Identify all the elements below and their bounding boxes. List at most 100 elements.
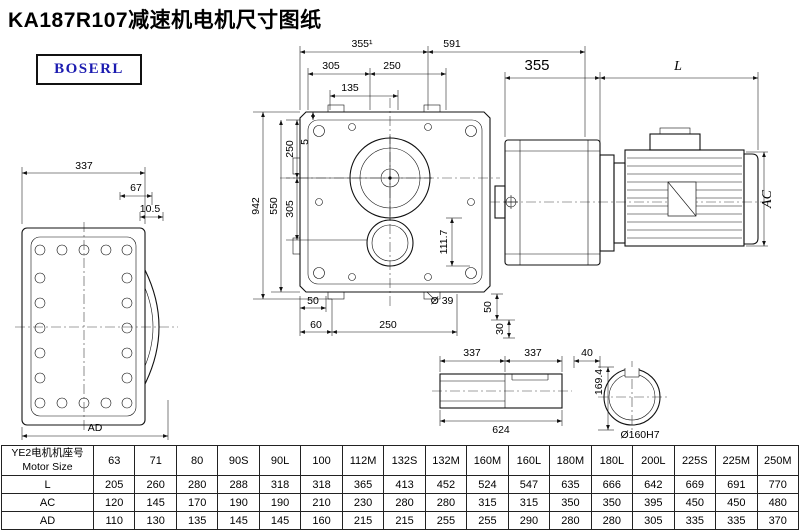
table-cell: 120 (92, 493, 136, 512)
table-cell: 145 (134, 493, 177, 512)
table-cell: 669 (673, 475, 717, 494)
table-cell: 335 (673, 511, 717, 530)
dim-side-355: 355 (524, 57, 549, 74)
table-cell: 450 (715, 493, 758, 512)
table-cell: 280 (424, 493, 468, 512)
table-cell: 395 (632, 493, 675, 512)
table-cell: 666 (590, 475, 634, 494)
dim-side-l: L (673, 59, 682, 74)
motor-flange (599, 154, 615, 252)
dim-front-135: 135 (341, 82, 359, 94)
table-cell: 110 (92, 511, 136, 530)
size-column-header: 132M (424, 445, 468, 476)
dim-front-305: 305 (322, 60, 340, 72)
left-view: 337 67 10.5 AD (15, 160, 178, 440)
dim-front-305-left: 305 (284, 200, 296, 218)
dim-front-942: 942 (250, 197, 262, 215)
table-cell: 145 (217, 511, 260, 530)
table-cell: 255 (424, 511, 468, 530)
table-cell: 691 (715, 475, 758, 494)
table-cell: 318 (258, 475, 302, 494)
table-cell: 205 (92, 475, 136, 494)
bolt-holes (34, 244, 133, 409)
dim-left-67: 67 (130, 182, 142, 194)
table-cell: 315 (466, 493, 509, 512)
size-column-header: 250M (756, 445, 799, 476)
table-cell: 770 (756, 475, 799, 494)
table-cell: 547 (507, 475, 551, 494)
dim-shaft-40: 40 (581, 347, 593, 359)
table-cell: 524 (466, 475, 509, 494)
fan-cowl (743, 153, 759, 245)
table-cell: 365 (341, 475, 385, 494)
dim-front-250-top: 250 (383, 60, 401, 72)
size-column-header: 160L (507, 445, 551, 476)
table-cell: 280 (549, 511, 592, 530)
table-cell: 305 (632, 511, 675, 530)
table-cell: 190 (217, 493, 260, 512)
size-column-header: 100 (300, 445, 343, 476)
dim-front-250-bottom: 250 (379, 319, 397, 331)
corner-bolts (313, 123, 477, 281)
table-cell: 210 (300, 493, 343, 512)
dim-shaft-337-a: 337 (463, 347, 481, 359)
table-header-label: YE2电机机座号 Motor Size (1, 445, 94, 476)
size-column-header: 132S (383, 445, 426, 476)
table-cell: 135 (175, 511, 219, 530)
dim-bore-d160: Ø160H7 (620, 429, 659, 441)
table-cell: 350 (549, 493, 592, 512)
hub-outline (144, 269, 160, 385)
dim-front-30: 30 (494, 323, 506, 335)
lower-bore-circle (366, 219, 414, 267)
size-column-header: 200L (632, 445, 675, 476)
row-label: L (1, 475, 94, 494)
table-cell: 280 (175, 475, 219, 494)
brand-logo: BOSERL (36, 54, 142, 85)
row-label: AC (1, 493, 94, 512)
size-column-header: 160M (466, 445, 509, 476)
dim-left-ad: AD (88, 422, 103, 434)
motor-fins (627, 157, 742, 239)
dim-front-50-bl: 50 (307, 295, 319, 307)
dim-front-5: 5 (299, 139, 311, 145)
side-view: 355 L AC (490, 57, 775, 266)
table-cell: 290 (507, 511, 551, 530)
table-cell: 170 (175, 493, 219, 512)
table-cell: 130 (134, 511, 177, 530)
size-column-header: 225S (673, 445, 717, 476)
size-column-header: 80 (175, 445, 219, 476)
dim-front-550: 550 (268, 197, 280, 215)
dim-front-111-7: 111.7 (438, 229, 450, 254)
dim-front-591: 591 (443, 38, 461, 50)
terminal-box (649, 133, 701, 151)
table-cell: 230 (341, 493, 385, 512)
dim-front-d39: Ø 39 (431, 295, 454, 307)
table-cell: 280 (383, 493, 426, 512)
table-cell: 260 (134, 475, 177, 494)
size-column-header: 112M (341, 445, 385, 476)
hollow-shaft (439, 373, 563, 409)
dim-front-60: 60 (310, 319, 322, 331)
dim-shaft-624: 624 (492, 424, 510, 436)
dim-shaft-337-b: 337 (524, 347, 542, 359)
table-cell: 480 (756, 493, 799, 512)
table-cell: 370 (756, 511, 799, 530)
row-label: AD (1, 511, 94, 530)
table-cell: 215 (341, 511, 385, 530)
front-view: 355¹ 591 305 250 135 250 5 305 550 942 1… (250, 38, 586, 339)
dim-front-355: 355¹ (351, 38, 373, 50)
table-cell: 190 (258, 493, 302, 512)
size-column-header: 90L (258, 445, 302, 476)
dim-shaft-169-4: 169.4 (593, 369, 605, 395)
table-cell: 288 (217, 475, 260, 494)
page-title: KA187R107减速机电机尺寸图纸 (8, 9, 322, 32)
dim-left-10-5: 10.5 (140, 203, 161, 215)
table-cell: 280 (590, 511, 634, 530)
dim-front-250-left: 250 (284, 140, 296, 158)
